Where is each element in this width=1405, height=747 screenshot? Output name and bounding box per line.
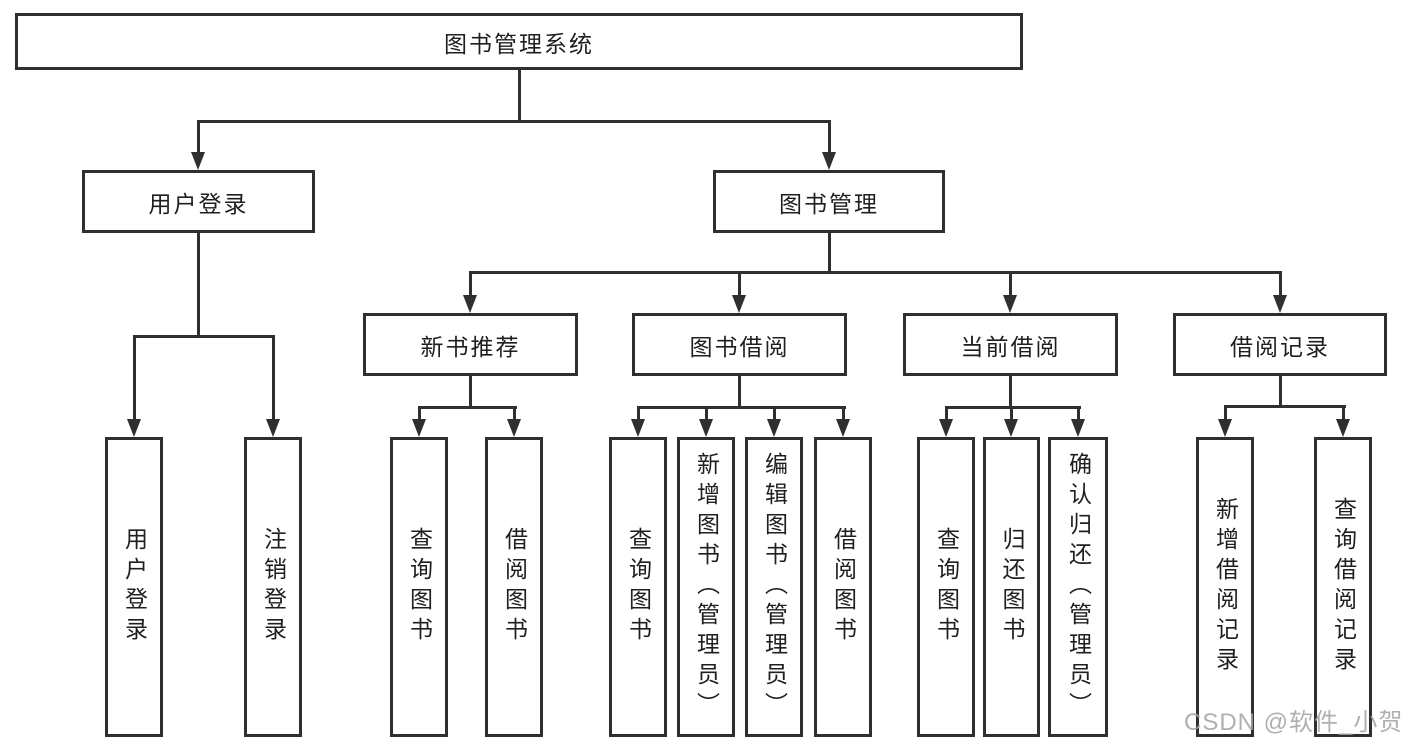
connector-line (418, 406, 421, 421)
connector-line (637, 406, 846, 409)
leaf-borrowing-query-books: 查询图书 (609, 437, 667, 737)
node-book-management: 图书管理 (713, 170, 945, 233)
connector-line (705, 406, 708, 421)
leaf-records-add-borrow-record: 新增借阅记录 (1196, 437, 1254, 737)
leaf-user-logout: 注销登录 (244, 437, 302, 737)
connector-line (197, 120, 831, 123)
connector-line (1224, 405, 1346, 408)
connector-line (1224, 405, 1227, 421)
arrow-down-icon (191, 152, 205, 170)
connector-line (773, 406, 776, 421)
arrow-down-icon (699, 419, 713, 437)
connector-line (272, 335, 275, 421)
leaf-borrowing-add-books-admin: 新增图书（管理员） (677, 437, 735, 737)
arrow-down-icon (1336, 419, 1350, 437)
arrow-down-icon (127, 419, 141, 437)
arrow-down-icon (507, 419, 521, 437)
connector-line (469, 271, 1282, 274)
connector-line (197, 233, 200, 335)
arrow-down-icon (767, 419, 781, 437)
node-book-borrowing: 图书借阅 (632, 313, 847, 376)
csdn-watermark: CSDN @软件_小贺同学 (1184, 709, 1405, 736)
node-library-management-system: 图书管理系统 (15, 13, 1023, 70)
node-current-borrowing: 当前借阅 (903, 313, 1118, 376)
node-borrowing-records: 借阅记录 (1173, 313, 1387, 376)
arrow-down-icon (631, 419, 645, 437)
arrow-down-icon (463, 295, 477, 313)
connector-line (418, 406, 517, 409)
leaf-records-query-borrow-record: 查询借阅记录 (1314, 437, 1372, 737)
arrow-down-icon (1273, 295, 1287, 313)
arrow-down-icon (266, 419, 280, 437)
node-new-book-recommendation: 新书推荐 (363, 313, 578, 376)
connector-line (1279, 376, 1282, 407)
leaf-current-query-books: 查询图书 (917, 437, 975, 737)
connector-line (945, 406, 1081, 409)
arrow-down-icon (732, 295, 746, 313)
connector-line (637, 406, 640, 421)
connector-line (842, 406, 845, 421)
arrow-down-icon (1218, 419, 1232, 437)
connector-line (197, 120, 200, 154)
connector-line (513, 406, 516, 421)
arrow-down-icon (836, 419, 850, 437)
connector-line (1342, 405, 1345, 421)
leaf-borrowing-edit-books-admin: 编辑图书（管理员） (745, 437, 803, 737)
connector-line (738, 376, 741, 408)
leaf-recommend-borrow-books: 借阅图书 (485, 437, 543, 737)
connector-line (133, 335, 275, 338)
connector-line (828, 120, 831, 154)
leaf-user-login: 用户登录 (105, 437, 163, 737)
arrow-down-icon (1071, 419, 1085, 437)
connector-line (133, 335, 136, 421)
connector-line (469, 376, 472, 408)
arrow-down-icon (412, 419, 426, 437)
arrow-down-icon (822, 152, 836, 170)
arrow-down-icon (1003, 295, 1017, 313)
leaf-borrowing-borrow-books: 借阅图书 (814, 437, 872, 737)
connector-line (1009, 376, 1012, 408)
arrow-down-icon (939, 419, 953, 437)
leaf-current-return-books: 归还图书 (983, 437, 1040, 737)
connector-line (1279, 271, 1282, 299)
connector-line (469, 271, 472, 299)
connector-line (945, 406, 948, 421)
leaf-recommend-query-books: 查询图书 (390, 437, 448, 737)
connector-line (738, 271, 741, 299)
node-user-login: 用户登录 (82, 170, 315, 233)
arrow-down-icon (1004, 419, 1018, 437)
connector-line (518, 70, 521, 120)
connector-line (1010, 406, 1013, 421)
leaf-current-confirm-return-admin: 确认归还（管理员） (1048, 437, 1108, 737)
connector-line (1009, 271, 1012, 299)
connector-line (828, 233, 831, 271)
connector-line (1077, 406, 1080, 421)
